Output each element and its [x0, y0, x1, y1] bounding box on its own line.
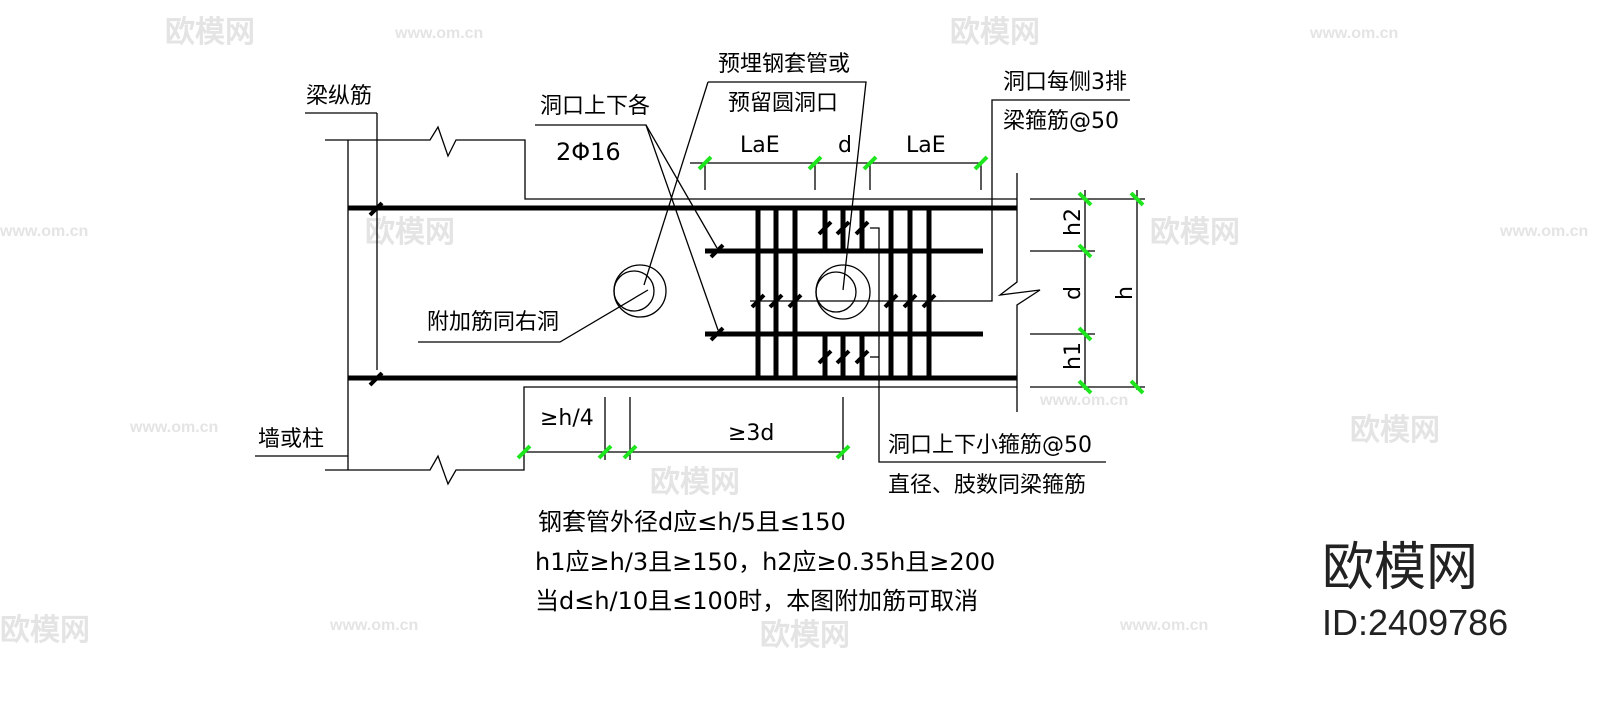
watermark-brand: 欧模网 — [760, 619, 850, 652]
left-hole — [613, 264, 667, 318]
watermark-url: www.om.cn — [1499, 223, 1588, 240]
dim-top-lae-right: LaE — [906, 133, 946, 158]
beam-end-break — [997, 173, 1041, 412]
label-small-stirrup-2: 直径、肢数同梁箍筋 — [888, 473, 1086, 498]
watermark-url: www.om.cn — [394, 25, 483, 42]
dim-right-h1: h1 — [1061, 342, 1086, 370]
dim-right-h2: h2 — [1061, 208, 1086, 236]
leader-each-side — [750, 99, 1130, 302]
notes: 钢套管外径d应≤h/5且≤150 h1应≥h/3且≥150，h2应≥0.35h且… — [535, 508, 995, 615]
watermark-brand: 欧模网 — [0, 614, 90, 647]
label-wall-or-column: 墙或柱 — [258, 427, 324, 452]
watermark-brand: 欧模网 — [165, 16, 255, 49]
watermark-brand: 欧模网 — [1350, 414, 1440, 447]
watermark-brand: 欧模网 — [950, 16, 1040, 49]
dim-top-lae-left: LaE — [740, 133, 780, 158]
note-1: 钢套管外径d应≤h/5且≤150 — [538, 508, 846, 536]
beam-bottom-edge — [325, 386, 1017, 486]
dimension-ticks — [516, 155, 1145, 460]
watermark-brand: 欧模网 — [650, 466, 740, 499]
watermark-brand-big: 欧模网 — [1322, 539, 1478, 597]
label-extra-bar: 附加筋同右洞 — [427, 310, 559, 335]
label-sleeve-1: 预埋钢套管或 — [718, 52, 850, 77]
dim-top-d: d — [838, 133, 852, 158]
label-bar-spec: 2Φ16 — [556, 138, 621, 166]
watermark-url: www.om.cn — [1039, 392, 1128, 409]
watermark-url: www.om.cn — [129, 419, 218, 436]
dim-right-h: h — [1113, 286, 1138, 300]
label-sleeve-2: 预留圆洞口 — [728, 91, 838, 116]
outline-lines — [255, 81, 1145, 486]
label-each-side-2: 梁箍筋@50 — [1003, 109, 1119, 134]
note-2: h1应≥h/3且≥150，h2应≥0.35h且≥200 — [535, 548, 995, 576]
watermark-url: www.om.cn — [0, 223, 88, 240]
leader-ticks — [368, 201, 937, 387]
label-hole-each: 洞口上下各 — [540, 94, 650, 119]
watermark-url: www.om.cn — [1309, 25, 1398, 42]
label-beam-long-bar: 梁纵筋 — [306, 84, 372, 109]
watermark-brand: 欧模网 — [1150, 216, 1240, 249]
watermark-id: ID:2409786 — [1322, 602, 1508, 643]
note-3: 当d≤h/10且≤100时，本图附加筋可取消 — [535, 587, 978, 615]
labels: 梁纵筋 墙或柱 洞口上下各 2Φ16 预埋钢套管或 预留圆洞口 洞口每侧3排 梁… — [258, 52, 1138, 498]
watermark-logo: 欧模网 ID:2409786 — [1322, 539, 1508, 643]
watermark-layer: 欧模网 欧模网 欧模网 欧模网 欧模网 欧模网 欧模网 欧模网 www.om.c… — [0, 16, 1588, 652]
dim-bottom-3d: ≥3d — [728, 421, 774, 446]
watermark-url: www.om.cn — [329, 617, 418, 634]
watermark-url: www.om.cn — [1119, 617, 1208, 634]
beam-top-edge — [325, 125, 1017, 200]
stirrups-right — [888, 208, 932, 378]
dim-bottom-h4: ≥h/4 — [540, 406, 594, 431]
stirrups-left — [755, 208, 798, 378]
watermark-brand: 欧模网 — [365, 216, 455, 249]
leader-small-stirrup — [870, 227, 1106, 463]
dim-right-d: d — [1061, 286, 1086, 300]
label-small-stirrup-1: 洞口上下小箍筋@50 — [888, 433, 1092, 458]
label-each-side-1: 洞口每侧3排 — [1003, 70, 1127, 95]
rebar — [348, 205, 1017, 381]
